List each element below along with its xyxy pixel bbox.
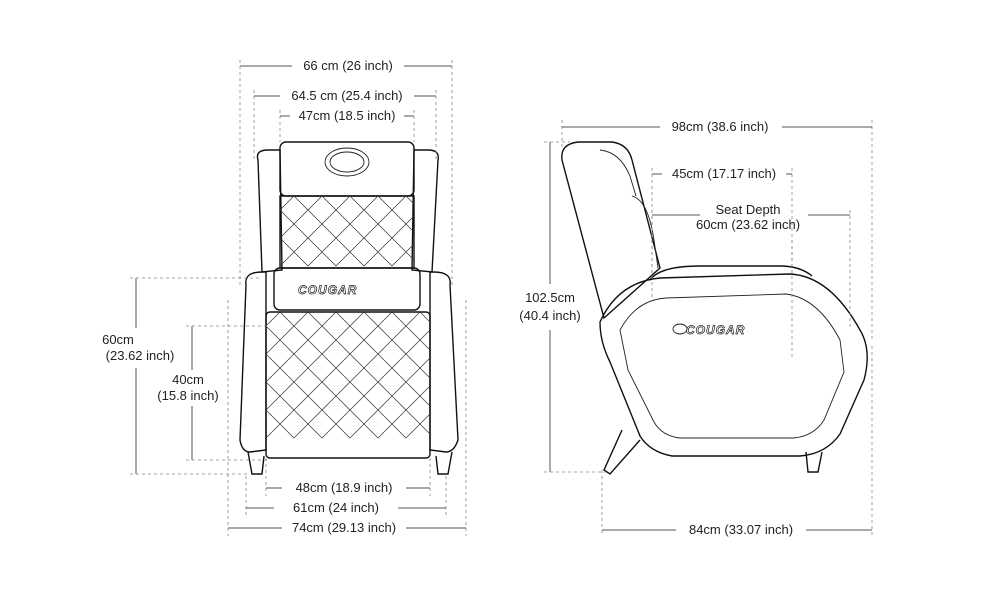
front-brand-logo: COUGAR xyxy=(298,283,357,297)
seat-height-label: 60cm xyxy=(102,332,134,347)
height-inch-label: (40.4 inch) xyxy=(519,308,580,323)
side-armrest-body xyxy=(599,273,868,457)
left-armrest xyxy=(239,271,267,453)
headrest xyxy=(279,141,415,197)
base-width-label: 74cm (29.13 inch) xyxy=(292,520,396,535)
left-wing xyxy=(256,149,283,273)
headrest-width-label: 47cm (18.5 inch) xyxy=(299,108,396,123)
backrest-quilting xyxy=(279,195,415,267)
side-brand-logo: COUGAR xyxy=(686,323,745,337)
armrest-height-inch-label: (15.8 inch) xyxy=(157,388,218,403)
seat-cushion xyxy=(265,311,431,459)
front-right-leg xyxy=(435,451,453,475)
front-view-dimensions: 66 cm (26 inch) 64.5 cm (25.4 inch) 47cm… xyxy=(102,58,467,536)
side-rear-leg xyxy=(805,451,823,473)
side-logo-icon xyxy=(672,323,688,335)
side-seat-top xyxy=(649,265,813,281)
inner-width-label: 61cm (24 inch) xyxy=(293,500,379,515)
lumbar-cushion xyxy=(273,267,421,311)
outer-width-label: 64.5 cm (25.4 inch) xyxy=(291,88,402,103)
seat-depth-title: Seat Depth xyxy=(715,202,780,217)
armrest-height-label: 40cm xyxy=(172,372,204,387)
seat-depth-label: 60cm (23.62 inch) xyxy=(696,217,800,232)
height-label: 102.5cm xyxy=(525,290,575,305)
seat-width-label: 48cm (18.9 inch) xyxy=(296,480,393,495)
headrest-logo-icon xyxy=(324,147,370,177)
top-depth-label: 98cm (38.6 inch) xyxy=(672,119,769,134)
front-view-chair: COUGAR xyxy=(239,141,459,475)
side-front-leg xyxy=(603,429,641,475)
side-backrest xyxy=(561,141,661,320)
seat-quilting xyxy=(265,311,431,439)
front-left-leg xyxy=(247,451,265,475)
side-view-chair: COUGAR xyxy=(561,141,868,475)
right-wing xyxy=(411,149,439,273)
right-armrest xyxy=(429,271,459,453)
base-depth-label: 84cm (33.07 inch) xyxy=(689,522,793,537)
seat-height-inch-label: (23.62 inch) xyxy=(106,348,175,363)
side-headrest-pad xyxy=(631,195,659,269)
head-depth-label: 45cm (17.17 inch) xyxy=(672,166,776,181)
side-view-dimensions: 98cm (38.6 inch) 45cm (17.17 inch) Seat … xyxy=(519,119,873,537)
backrest xyxy=(279,195,415,269)
overall-width-label: 66 cm (26 inch) xyxy=(303,58,393,73)
side-armrest-panel xyxy=(619,293,845,439)
